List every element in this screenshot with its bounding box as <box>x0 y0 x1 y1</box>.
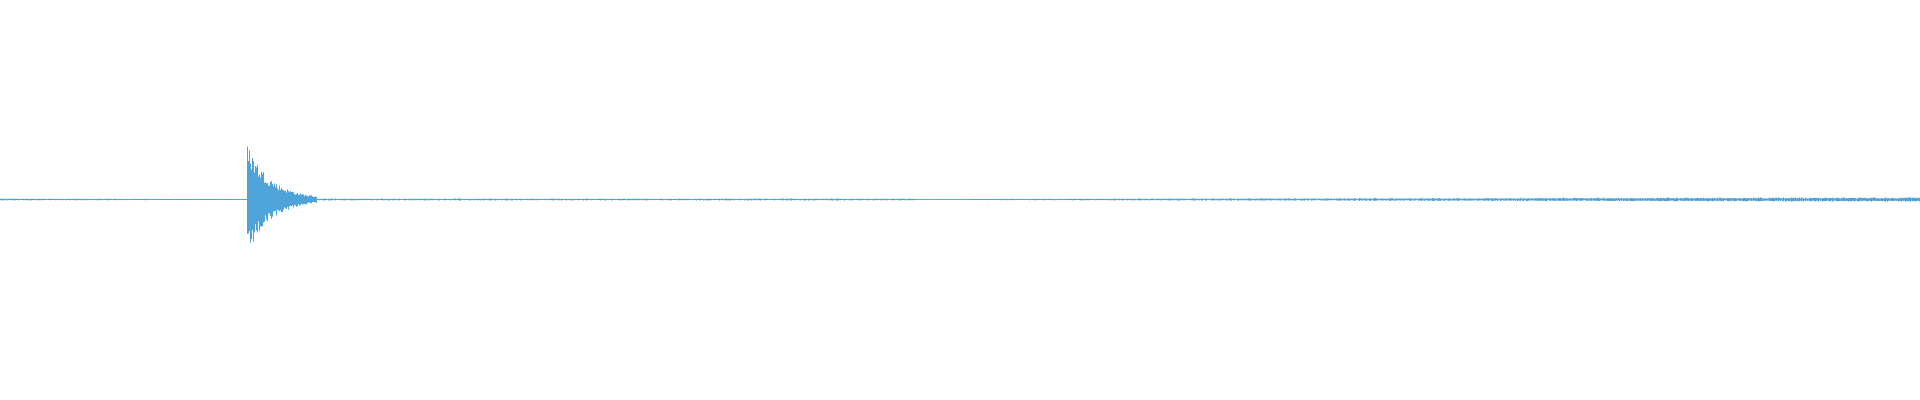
waveform-path <box>0 146 1920 243</box>
